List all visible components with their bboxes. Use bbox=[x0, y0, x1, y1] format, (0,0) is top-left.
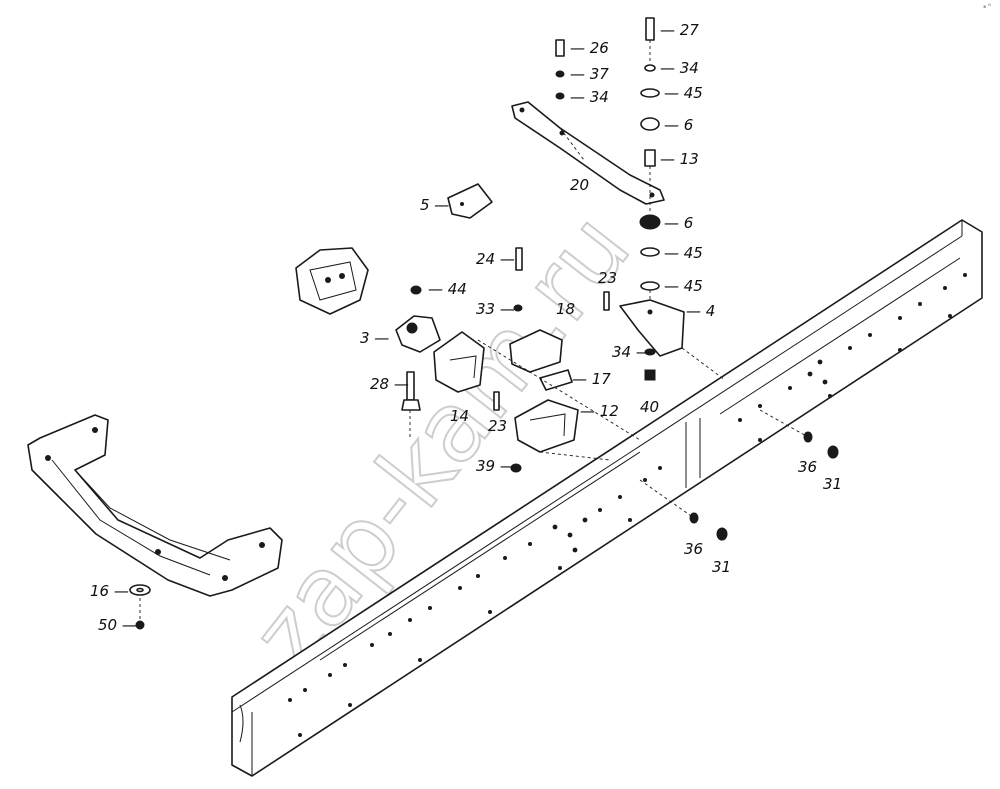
callout-44: — 44 bbox=[428, 280, 467, 298]
callout-12: — 12 bbox=[580, 402, 619, 420]
callout-45-low: — 45 bbox=[664, 277, 703, 295]
frame-holes bbox=[288, 273, 967, 737]
corner-mark: •° bbox=[982, 3, 992, 13]
callout-23-lower: 23 bbox=[488, 417, 507, 435]
callout-33: 33 — bbox=[476, 300, 515, 318]
fastener-stack-right bbox=[639, 17, 661, 381]
bracket-18 bbox=[509, 329, 563, 373]
washer-nut-bottom bbox=[129, 584, 151, 630]
bracket-12 bbox=[514, 399, 579, 453]
leader-lines bbox=[139, 40, 809, 620]
callout-39: 39 — bbox=[476, 457, 515, 475]
callout-40: 40 bbox=[640, 398, 659, 416]
callout-50: 50 — bbox=[98, 616, 137, 634]
callout-6-mid: — 6 bbox=[664, 214, 693, 232]
callout-20: 20 bbox=[570, 176, 589, 194]
callout-4: — 4 bbox=[686, 302, 715, 320]
callout-31-upper: 31 bbox=[823, 475, 842, 493]
callout-27: — 27 bbox=[660, 21, 699, 39]
callout-34-mid: 34 — bbox=[612, 343, 651, 361]
callout-13: — 13 bbox=[660, 150, 699, 168]
mount-3 bbox=[395, 315, 441, 411]
callout-45-mid: — 45 bbox=[664, 244, 703, 262]
front-crossmember bbox=[27, 414, 283, 597]
callout-31-lower: 31 bbox=[712, 558, 731, 576]
callout-36-lower: 36 bbox=[684, 540, 703, 558]
callout-3: 3 — bbox=[360, 329, 389, 347]
callout-5: 5 — bbox=[420, 196, 449, 214]
frame-rail bbox=[231, 219, 983, 777]
callout-23-upper: 23 bbox=[598, 269, 617, 287]
valve-assembly bbox=[295, 247, 369, 315]
clamp-17 bbox=[539, 369, 573, 391]
callout-labels: — 27 — 26 — 34 — 37 — 34 — 45 — 6 — 13 2… bbox=[90, 21, 842, 634]
callout-6-top: — 6 bbox=[664, 116, 693, 134]
callout-34-top-left: — 34 bbox=[570, 88, 609, 106]
callout-37: — 37 bbox=[570, 65, 609, 83]
callout-14: 14 bbox=[450, 407, 469, 425]
callout-45-top: — 45 bbox=[664, 84, 703, 102]
callout-18: 18 bbox=[556, 300, 575, 318]
fastener-stack-left bbox=[410, 39, 610, 473]
callout-36-upper: 36 bbox=[798, 458, 817, 476]
callout-26: — 26 bbox=[570, 39, 609, 57]
cross-bar-20 bbox=[511, 101, 665, 205]
callout-16: 16 — bbox=[90, 582, 129, 600]
callout-17: — 17 bbox=[572, 370, 611, 388]
callout-34-top-right: — 34 bbox=[660, 59, 699, 77]
callout-24: 24 — bbox=[476, 250, 515, 268]
callout-28: 28 — bbox=[370, 375, 409, 393]
support-bracket-14 bbox=[433, 331, 485, 393]
bracket-5 bbox=[447, 183, 493, 219]
